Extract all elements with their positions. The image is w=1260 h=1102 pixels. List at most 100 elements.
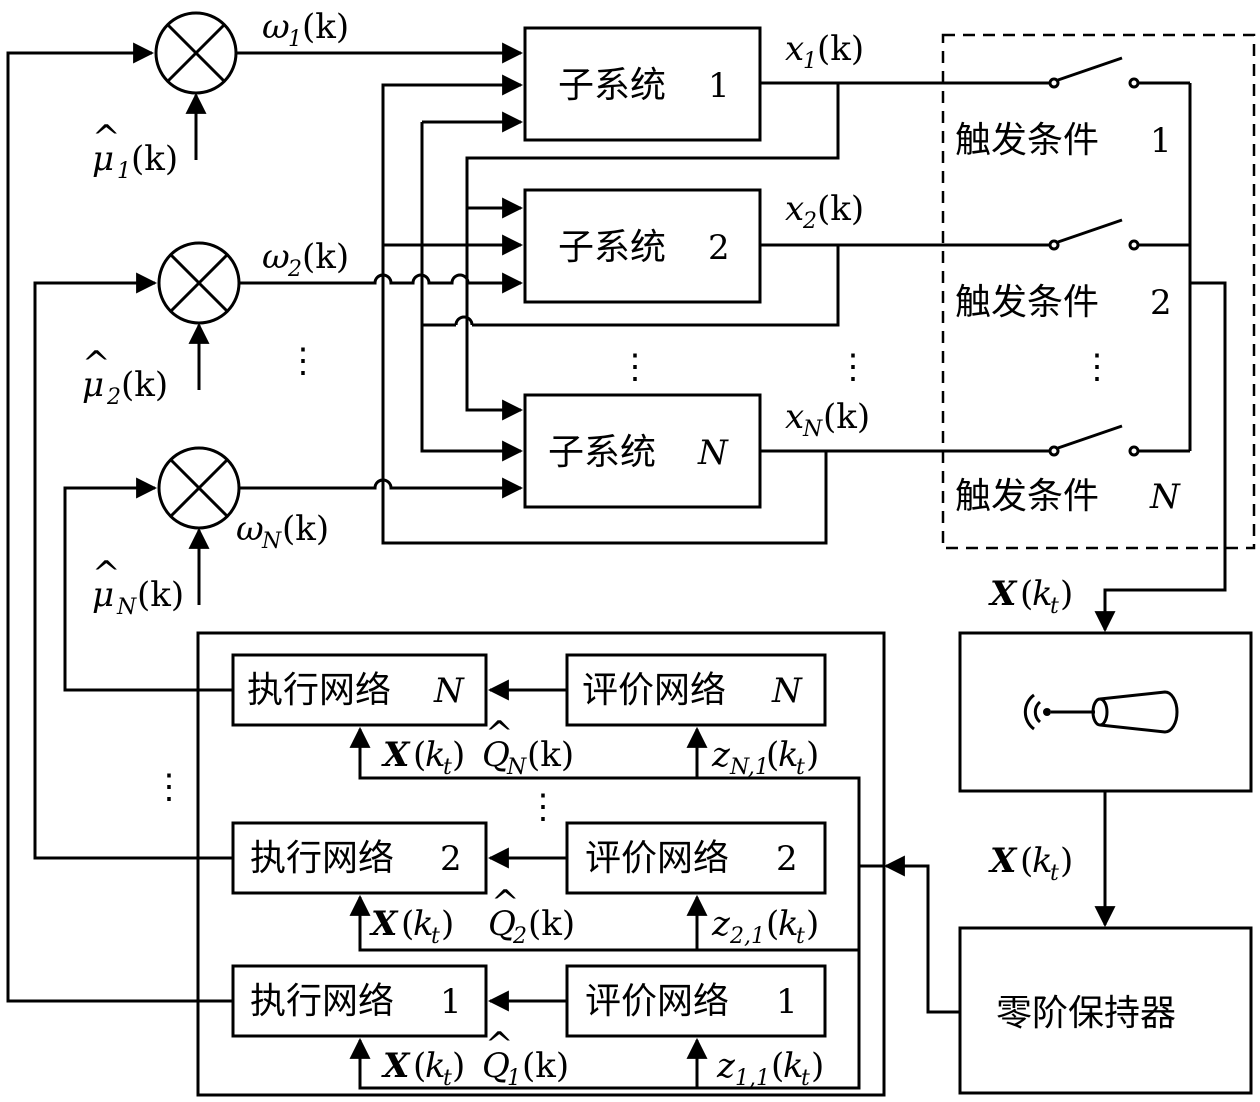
actor-2-index: 2 bbox=[440, 839, 462, 879]
svg-text:z: z bbox=[711, 735, 731, 775]
svg-text:): ) bbox=[811, 1046, 824, 1086]
svg-text:N: N bbox=[261, 529, 282, 554]
svg-text:2: 2 bbox=[802, 209, 817, 234]
svg-text:(k): (k) bbox=[137, 575, 184, 615]
svg-text:t: t bbox=[431, 924, 440, 949]
svg-text:(: ( bbox=[1020, 574, 1033, 614]
svg-text:2,1: 2,1 bbox=[729, 924, 765, 949]
svg-text:1: 1 bbox=[288, 27, 302, 52]
trigger-region bbox=[941, 33, 1256, 550]
svg-text:(: ( bbox=[771, 1046, 784, 1086]
svg-text:k: k bbox=[783, 1046, 804, 1086]
svg-text:2: 2 bbox=[512, 924, 527, 949]
critic-1-index: 1 bbox=[776, 982, 798, 1022]
svg-text:2: 2 bbox=[287, 257, 302, 282]
svg-text:(k): (k) bbox=[817, 29, 864, 69]
svg-text:ω: ω bbox=[236, 509, 264, 549]
svg-text:N,1: N,1 bbox=[729, 755, 769, 780]
svg-text:x: x bbox=[785, 189, 804, 229]
subsystem-2-index: 2 bbox=[708, 228, 730, 268]
svg-text:): ) bbox=[452, 735, 465, 775]
svg-text:^: ^ bbox=[92, 118, 121, 158]
actor-2-input-label: X ( k t ) ^ Q 2 (k) bbox=[369, 883, 575, 949]
antenna-icon bbox=[1023, 690, 1179, 734]
svg-text:t: t bbox=[1050, 861, 1059, 886]
vdots-actors: ⋮ bbox=[152, 767, 186, 807]
subsystem-1-label: 子系统 bbox=[558, 65, 666, 106]
svg-text:): ) bbox=[806, 904, 819, 944]
actor-n-label: 执行网络 bbox=[247, 670, 391, 711]
svg-text:(k): (k) bbox=[823, 397, 870, 437]
svg-text:k: k bbox=[778, 904, 799, 944]
svg-text:^: ^ bbox=[92, 554, 121, 594]
svg-text:Q: Q bbox=[482, 1046, 510, 1086]
svg-text:1,1: 1,1 bbox=[735, 1066, 770, 1091]
svg-text:(k): (k) bbox=[522, 1046, 569, 1086]
svg-text:(: ( bbox=[413, 1046, 426, 1086]
svg-text:): ) bbox=[1060, 841, 1073, 881]
svg-text:(k): (k) bbox=[817, 189, 864, 229]
svg-text:N: N bbox=[116, 595, 137, 620]
vdots-outputs: ⋮ bbox=[836, 347, 870, 387]
vdots-subsystems: ⋮ bbox=[618, 347, 652, 387]
actor-1-label: 执行网络 bbox=[250, 981, 394, 1022]
svg-text:(k): (k) bbox=[121, 365, 168, 405]
actor-n-input-label: X ( k t ) ^ Q N (k) bbox=[381, 714, 574, 780]
critic-n-input-label: z N,1 ( k t ) bbox=[711, 735, 819, 780]
trigger-2-label: 触发条件 bbox=[955, 282, 1099, 323]
critic-1-label: 评价网络 bbox=[585, 981, 729, 1022]
svg-text:Q: Q bbox=[482, 735, 510, 775]
critic-1-box bbox=[565, 964, 827, 1038]
multiplier-1 bbox=[154, 11, 238, 95]
svg-text:z: z bbox=[711, 904, 731, 944]
critic-2-box bbox=[565, 821, 827, 895]
svg-text:): ) bbox=[1060, 574, 1073, 614]
svg-text:μ: μ bbox=[92, 139, 114, 179]
svg-text:(k): (k) bbox=[282, 509, 329, 549]
trigger-n-label: 触发条件 bbox=[955, 476, 1099, 517]
actor-2-label: 执行网络 bbox=[250, 838, 394, 879]
svg-text:X: X bbox=[381, 1046, 411, 1086]
x-kt-label-trigger: X ( k t ) bbox=[988, 574, 1073, 619]
vdots-triggers: ⋮ bbox=[1080, 347, 1114, 387]
zoh-label: 零阶保持器 bbox=[996, 993, 1176, 1034]
x-kt-label-zoh: X ( k t ) bbox=[988, 841, 1073, 886]
svg-text:X: X bbox=[369, 904, 399, 944]
svg-text:X: X bbox=[381, 735, 411, 775]
svg-text:Q: Q bbox=[488, 904, 516, 944]
svg-text:(k): (k) bbox=[302, 7, 349, 47]
svg-text:x: x bbox=[785, 397, 804, 437]
svg-text:(k): (k) bbox=[131, 139, 178, 179]
svg-text:k: k bbox=[1032, 574, 1053, 614]
subsystem-n-index: N bbox=[697, 433, 729, 473]
zoh-box bbox=[958, 926, 1253, 1095]
svg-text:t: t bbox=[796, 924, 805, 949]
svg-text:): ) bbox=[806, 735, 819, 775]
svg-text:^: ^ bbox=[82, 344, 111, 384]
svg-text:t: t bbox=[443, 755, 452, 780]
critic-2-label: 评价网络 bbox=[585, 838, 729, 879]
trigger-1-index: 1 bbox=[1150, 121, 1172, 161]
svg-text:^: ^ bbox=[491, 883, 520, 923]
svg-text:k: k bbox=[425, 1046, 446, 1086]
switch-1 bbox=[1048, 56, 1140, 89]
actor-n-box bbox=[231, 653, 488, 727]
svg-text:ω: ω bbox=[262, 237, 290, 277]
actor-n-index: N bbox=[433, 671, 465, 711]
critic-n-index: N bbox=[771, 671, 803, 711]
svg-text:t: t bbox=[443, 1066, 452, 1091]
svg-text:(: ( bbox=[766, 904, 779, 944]
switch-2 bbox=[1048, 218, 1140, 251]
svg-text:): ) bbox=[452, 1046, 465, 1086]
svg-text:x: x bbox=[785, 29, 804, 69]
svg-text:^: ^ bbox=[485, 714, 514, 754]
actor-1-index: 1 bbox=[440, 982, 462, 1022]
vdots-networks: ⋮ bbox=[526, 787, 560, 827]
subsystem-1-index: 1 bbox=[708, 66, 730, 106]
svg-text:k: k bbox=[425, 735, 446, 775]
multiplier-2 bbox=[157, 241, 241, 325]
svg-text:N: N bbox=[802, 417, 823, 442]
omega-1-label: ω 1 (k) bbox=[262, 7, 349, 52]
svg-text:(k): (k) bbox=[302, 237, 349, 277]
actor-1-input-label: X ( k t ) ^ Q 1 (k) bbox=[381, 1025, 569, 1091]
